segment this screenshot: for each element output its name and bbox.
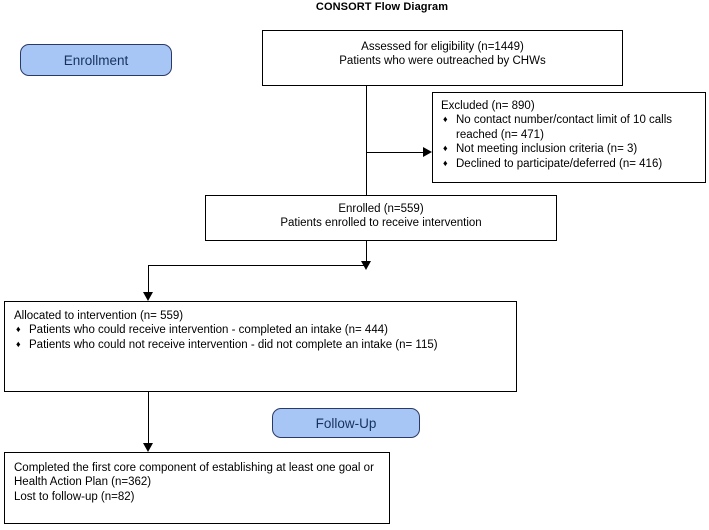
box-enrolled-text: Enrolled (n=559) Patients enrolled to re… [214,202,548,231]
page-title: CONSORT Flow Diagram [315,1,449,13]
excluded-bullet-list: ♦ No contact number/contact limit of 10 … [441,113,699,171]
connector-down-to-allocated [148,265,149,298]
allocated-item-1: ♦ Patients who could receive interventio… [14,323,510,337]
allocated-item-2: ♦ Patients who could not receive interve… [14,338,510,352]
allocated-bullet-list: ♦ Patients who could receive interventio… [14,323,510,352]
box-excluded: Excluded (n= 890) ♦ No contact number/co… [432,92,706,183]
assessed-line-2: Patients who were outreached by CHWs [339,55,546,68]
box-excluded-text: Excluded (n= 890) ♦ No contact number/co… [441,99,699,171]
stage-label-enrollment-text: Enrollment [63,52,129,68]
excluded-item-1-text: No contact number/contact limit of 10 ca… [456,114,673,141]
stage-label-follow-up-text: Follow-Up [315,415,377,431]
excluded-item-2-text: Not meeting inclusion criteria (n= 3) [456,143,638,156]
connector-to-excluded [366,152,424,153]
allocated-item-2-text: Patients who could not receive intervent… [29,338,438,351]
diamond-bullet-icon: ♦ [443,157,448,168]
enrolled-line-1: Enrolled (n=559) [338,203,424,215]
connector-enrolled-down [366,241,367,268]
arrowhead-to-excluded [423,147,432,157]
box-completed-text: Completed the first core component of es… [14,461,381,504]
box-completed-core-component: Completed the first core component of es… [4,452,390,524]
box-assessed-for-eligibility: Assessed for eligibility (n=1449) Patien… [262,30,623,86]
completed-line-1: Completed the first core component of es… [14,462,374,489]
stage-label-enrollment: Enrollment [20,44,172,76]
completed-line-2: Lost to follow-up (n=82) [14,490,135,503]
diamond-bullet-icon: ♦ [443,114,448,125]
assessed-line-1: Assessed for eligibility (n=1449) [361,41,524,53]
box-allocated-to-intervention: Allocated to intervention (n= 559) ♦ Pat… [4,301,517,392]
box-assessed-text: Assessed for eligibility (n=1449) Patien… [271,40,614,69]
diamond-bullet-icon: ♦ [16,338,21,349]
box-enrolled: Enrolled (n=559) Patients enrolled to re… [205,195,557,241]
box-allocated-text: Allocated to intervention (n= 559) ♦ Pat… [14,309,510,352]
allocated-heading: Allocated to intervention (n= 559) [14,310,184,322]
diamond-bullet-icon: ♦ [443,143,448,154]
excluded-item-2: ♦ Not meeting inclusion criteria (n= 3) [441,142,699,156]
connector-assessed-down [366,86,367,198]
allocated-item-1-text: Patients who could receive intervention … [29,324,388,337]
excluded-heading: Excluded (n= 890) [441,100,535,112]
connector-allocated-down [148,392,149,447]
enrolled-line-2: Patients enrolled to receive interventio… [280,217,482,230]
stage-label-follow-up: Follow-Up [272,408,420,438]
diamond-bullet-icon: ♦ [16,324,21,335]
arrowhead-to-allocated [143,292,153,301]
excluded-item-3-text: Declined to participate/deferred (n= 416… [456,157,663,170]
excluded-item-3: ♦ Declined to participate/deferred (n= 4… [441,157,699,171]
arrowhead-to-completed [143,443,153,452]
excluded-item-1: ♦ No contact number/contact limit of 10 … [441,113,699,142]
connector-enrolled-to-allocated [148,265,367,266]
